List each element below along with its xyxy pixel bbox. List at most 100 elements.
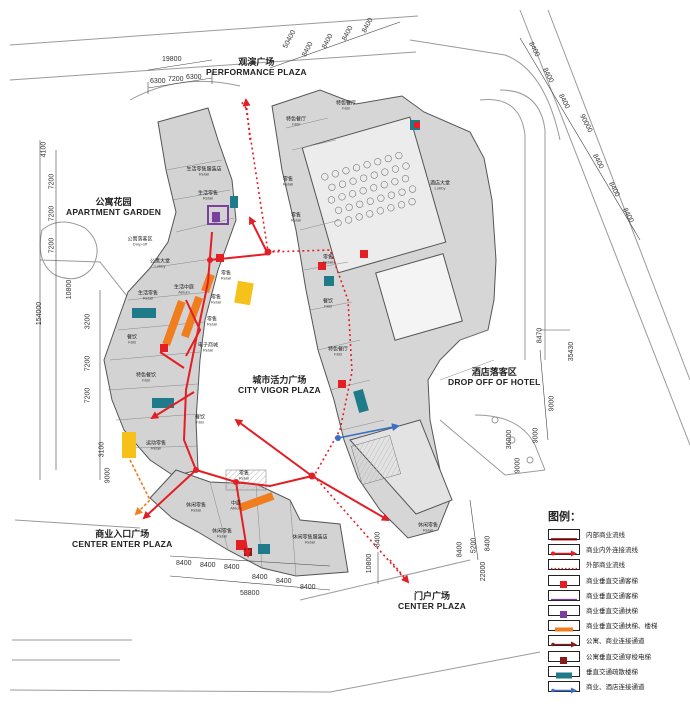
legend-swatch-icon [560,580,567,588]
legend-item: 公寓垂直交通穿梭电梯 [546,649,690,664]
legend-label: 商业垂直交通客梯 [586,577,638,585]
dim-left-total: 154000 [36,301,44,326]
theater-seat [345,203,353,211]
legend-item: 外部商业流线 [546,557,690,572]
legend-item: 商业垂直交通扶梯、楼梯 [546,618,690,633]
dim-bottom-bay: 8400 [300,584,316,591]
legend-swatch [548,589,580,601]
legend-swatch-icon [551,550,577,557]
legend-swatch-icon [560,656,567,664]
legend-swatch [548,604,580,618]
theater-seat [349,177,357,185]
theater-seat [402,162,410,170]
legend-item: 商业、酒店连接通道 [546,679,690,694]
theater-seat [360,174,368,182]
legend-swatch-icon [551,641,577,648]
label-performance-plaza: 观演广场 PERFORMANCE PLAZA [206,57,307,77]
dim-top-total: 19800 [162,56,182,63]
legend-item: 商业垂直交通客梯 [546,573,690,588]
apartment-connection [129,459,151,516]
legend-label: 公寓垂直交通穿梭电梯 [586,653,651,661]
theater-seat [334,219,342,227]
theater-seat [380,181,388,189]
theater-seat [359,187,367,195]
dim-bottom-bay: 8400 [252,574,268,581]
legend-title: 图例： [548,511,581,523]
theater-seat [338,193,346,201]
theater-seat [376,207,384,215]
theater-seat [342,167,350,175]
theater-seat [377,194,385,202]
theater-seat [408,198,416,206]
connection-arrows [142,216,390,558]
theater-hall [301,116,447,274]
legend-swatch-icon [555,627,573,632]
label-center-enter-plaza: 商业入口广场 CENTER ENTER PLAZA [72,529,173,549]
theater-seat [356,200,364,208]
theater-seat [391,165,399,173]
dim-top-a: 6300 [150,78,166,85]
dim-hotel-8470: 8470 [536,327,544,344]
legend-swatch-icon [560,610,567,618]
dim-hotel-35430: 35430 [568,341,576,362]
theater-seat [409,185,417,193]
dim-left-10800: 10800 [66,279,74,300]
label-apartment-garden: 公寓花园 APARTMENT GARDEN [66,197,162,217]
legend-item: 垂直交通疏散楼梯 [546,664,690,679]
dim-left-7200: 7200 [48,237,56,254]
dim-bottom-bay: 8400 [200,562,216,569]
dim-left-4100: 4100 [40,141,48,158]
hotel-connection [337,423,400,439]
dim-hotel-9000: 9000 [514,457,522,474]
theater-seat [338,180,347,188]
buildings [103,89,497,577]
legend-item: 商业内外连接流线 [546,542,690,557]
theater-seats [321,152,417,227]
theater-seat [363,161,371,169]
legend-label: 外部商业流线 [586,562,625,570]
dim-hotel-8400: 8400 [484,535,492,552]
theater-seat [395,152,403,160]
legend-swatch-icon [551,568,577,570]
legend-swatch [548,559,580,571]
theater-seat [349,190,357,198]
theater-seat [366,210,374,218]
legend-label: 垂直交通疏散楼梯 [586,668,638,676]
theater-seat [370,184,378,192]
yellow-lifts [122,280,254,458]
legend-label: 商业垂直交通扶梯、楼梯 [586,623,658,631]
theater-seat [384,155,392,163]
legend-label: 商业垂直交通扶梯 [586,607,638,615]
theater-seat [328,183,336,191]
theater-seat [398,188,406,196]
dim-left-3200: 3200 [84,313,92,330]
route-nodes [193,248,341,485]
theater-seat [391,178,399,186]
legend-swatch-icon [551,538,577,541]
legend-swatch [548,574,580,588]
legend-label: 内部商业流线 [586,532,625,539]
dim-top-b: 7200 [168,76,184,83]
dim-hotel-8400: 8400 [456,541,464,558]
inner-routes [159,231,313,488]
dim-bottom-bay: 8400 [176,560,192,567]
